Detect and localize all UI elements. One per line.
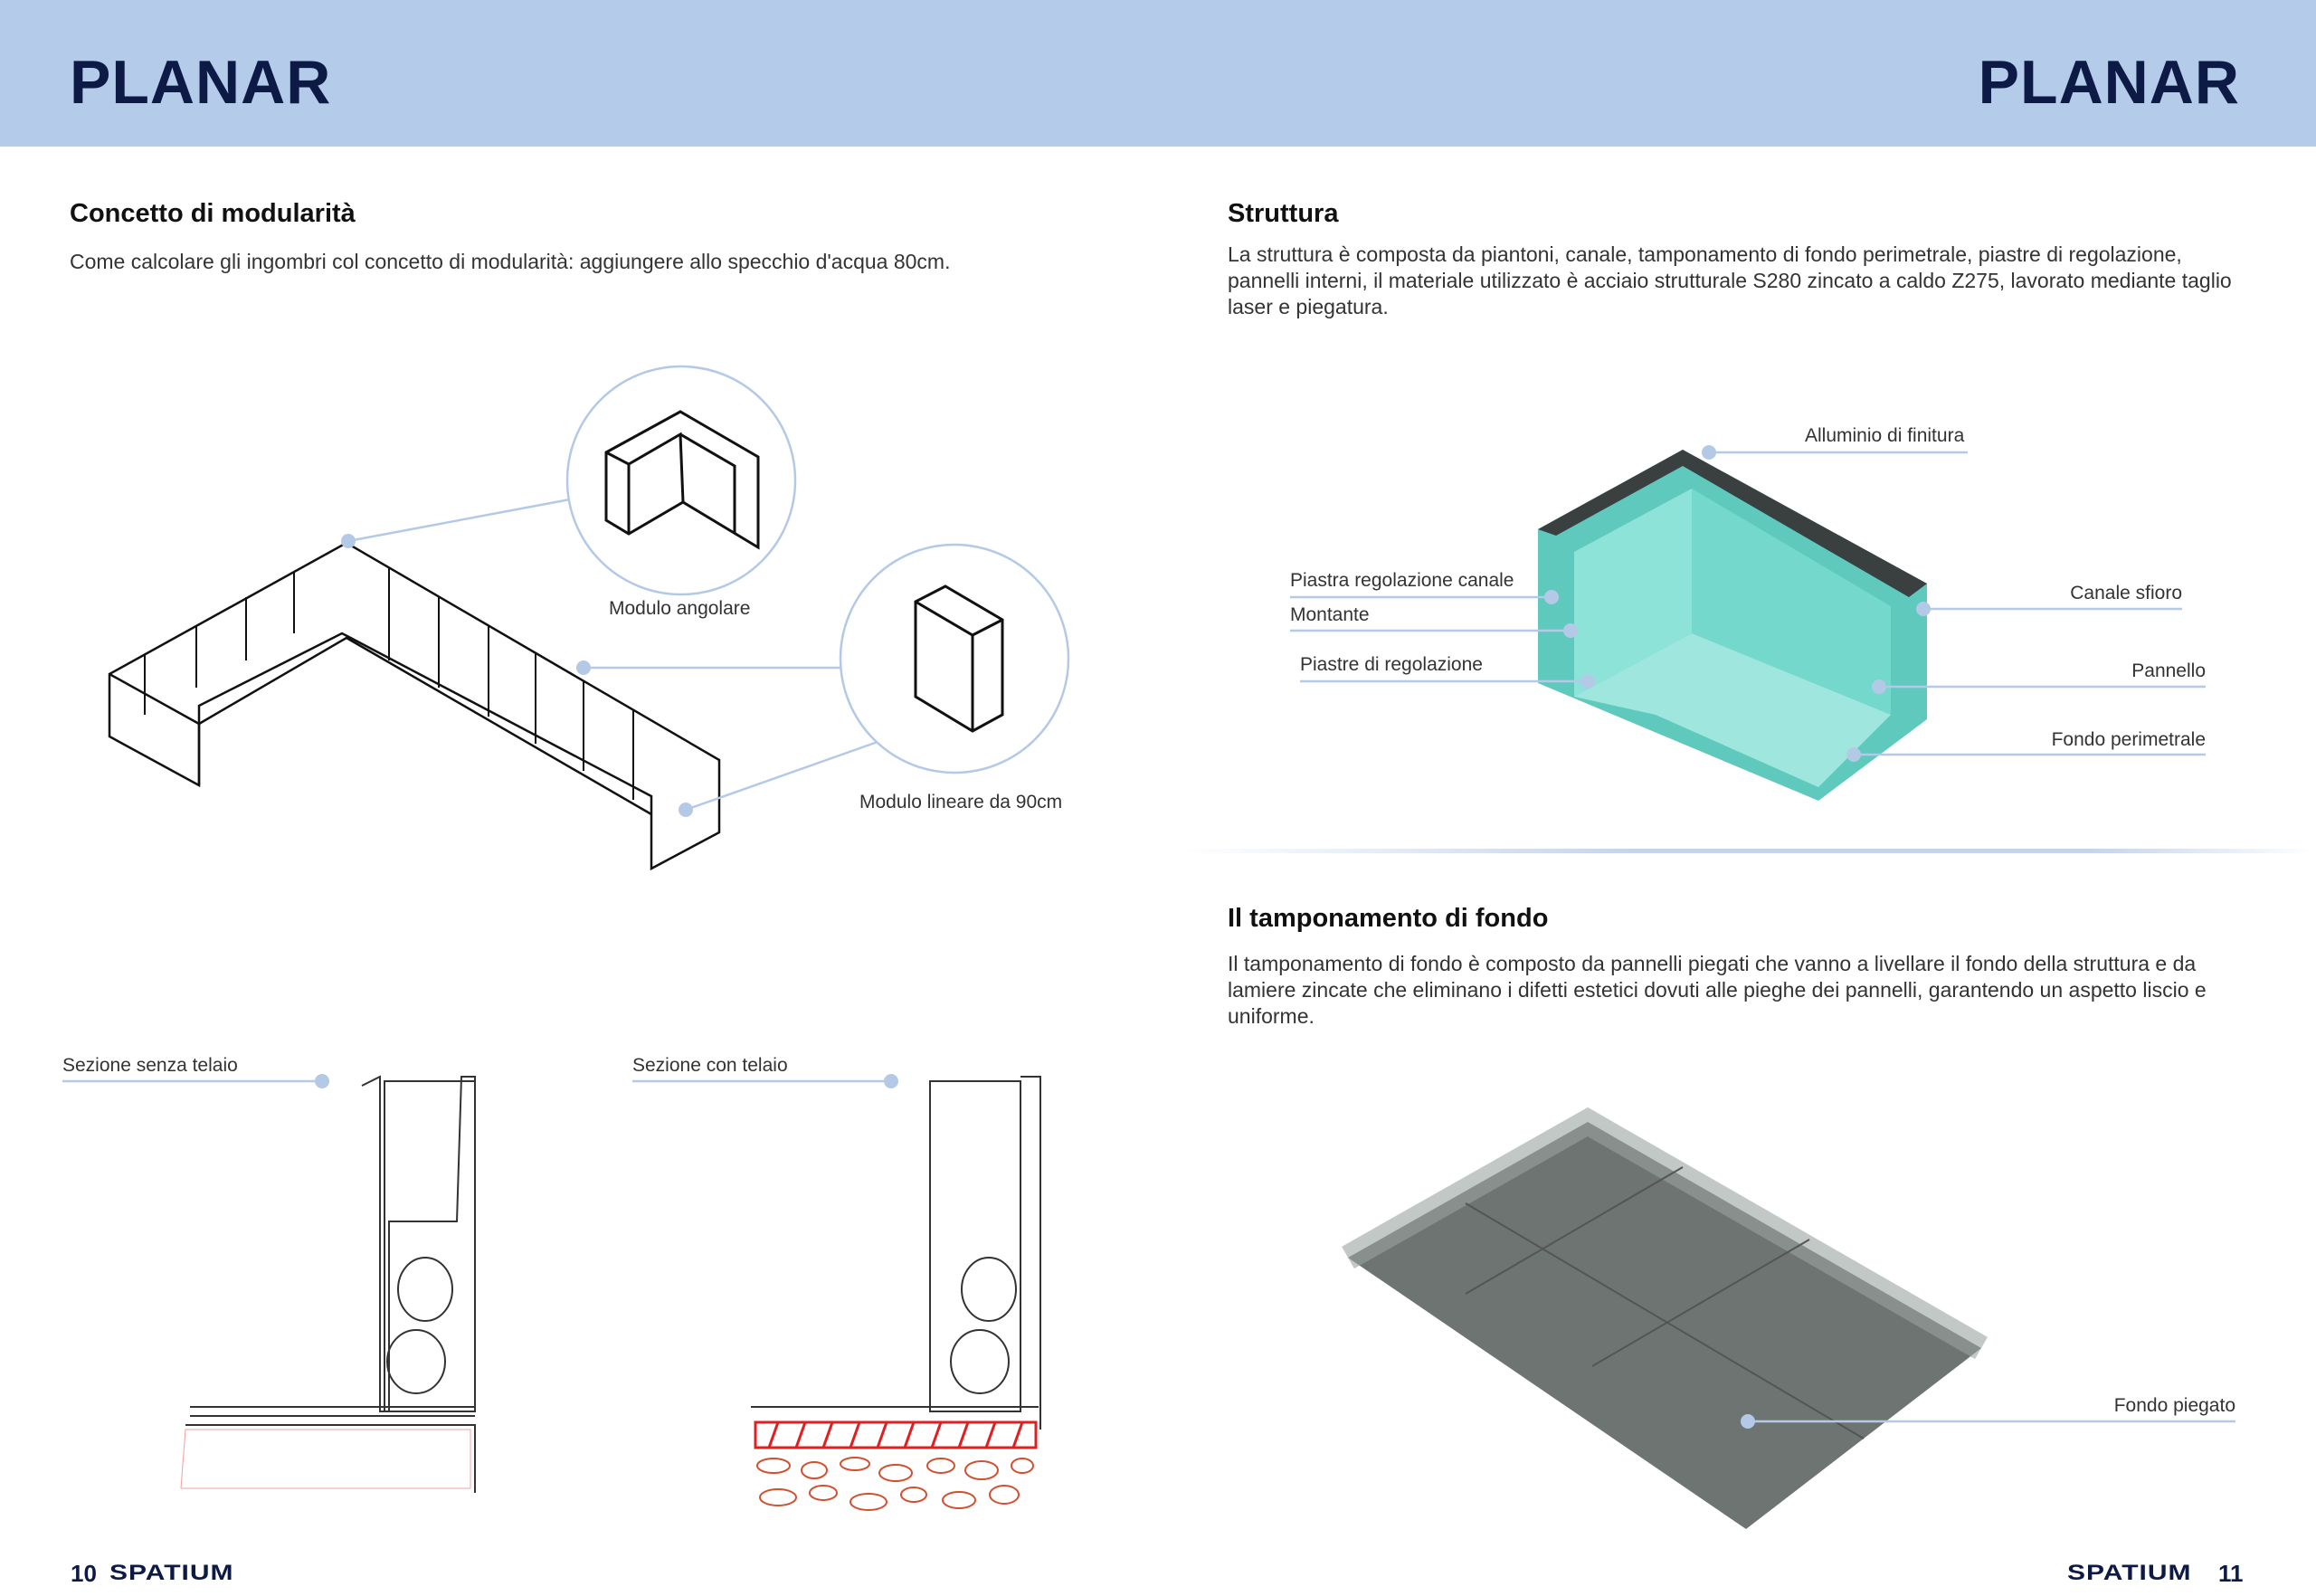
label-fondo-piegato: Fondo piegato [2113,1395,2235,1416]
callout-dots [315,534,898,1088]
spatium-logo-left: SPATIUM [109,1561,234,1585]
floor-3d-render [1342,1107,1988,1529]
label-section-no-frame: Sezione senza telaio [62,1055,238,1076]
right-callout-lines [1290,451,2235,1423]
label-corner-module: Modulo angolare [609,598,751,619]
divider [1182,849,2316,853]
text-line: La struttura è composta da piantoni, can… [1228,242,2182,266]
spatium-logo-right: SPATIUM [2067,1561,2192,1585]
section-with-frame-drawing [751,1076,1041,1430]
text-line: pannelli interni, il materiale utilizzat… [1228,269,2232,292]
label-montante: Montante [1290,604,1370,625]
label-piastre: Piastre di regolazione [1300,654,1483,675]
section-title-structure: Struttura [1228,199,1339,228]
page-number-right: 11 [2218,1560,2244,1587]
frame-grid-red [754,1420,1038,1449]
structure-3d-render [1538,450,1927,801]
right-callout-dots [1544,445,1931,1429]
text-line: laser e piegatura. [1228,295,1389,318]
label-piastra-canale: Piastra regolazione canale [1290,570,1514,591]
label-section-frame: Sezione con telaio [632,1055,788,1076]
label-fondo-perimetrale: Fondo perimetrale [2051,729,2206,750]
section-title-bottom: Il tamponamento di fondo [1228,904,1549,933]
text-line: lamiere zincate che eliminano i difetti … [1228,978,2207,1002]
corner-module-icon [604,410,760,550]
section-no-frame-drawing [185,1075,476,1493]
bottom-text: Il tamponamento di fondo è composto da p… [1228,951,2207,1030]
section-title-modularity: Concetto di modularità [70,199,356,228]
brand-title-left: PLANAR [70,48,332,117]
linear-module-icon [914,584,1004,733]
header-band: PLANAR PLANAR [0,0,2316,147]
brand-title-right: PLANAR [1978,48,2240,117]
callout-lines [62,498,891,1083]
label-alluminio: Alluminio di finitura [1805,425,1965,446]
gravel-pattern [756,1457,1034,1511]
text-line: uniforme. [1228,1004,1315,1028]
text-line: Il tamponamento di fondo è composto da p… [1228,952,2197,975]
page-number-left: 10 [71,1560,97,1587]
modular-layout-drawing [108,541,721,871]
label-canale: Canale sfioro [2070,583,2182,603]
modularity-text: Come calcolare gli ingombri col concetto… [70,250,951,273]
structure-text: La struttura è composta da piantoni, can… [1228,242,2232,320]
label-pannello: Pannello [2131,660,2206,681]
label-linear-module: Modulo lineare da 90cm [859,792,1063,812]
